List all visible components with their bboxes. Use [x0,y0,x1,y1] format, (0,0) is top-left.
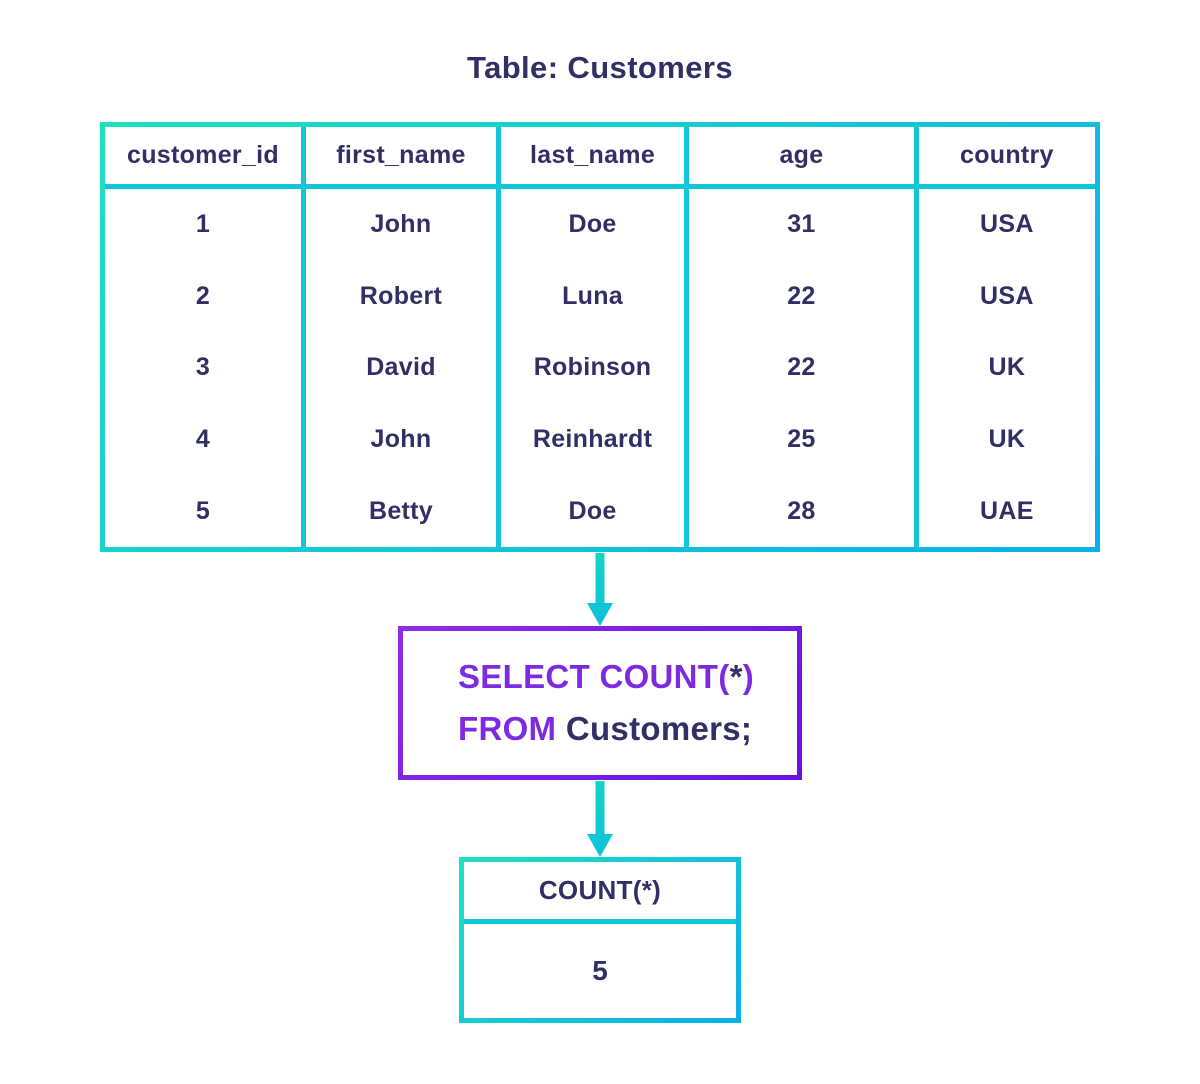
table-cell: 25 [689,403,919,476]
column-header-customer-id: customer_id [105,127,306,189]
column-header-last-name: last_name [501,127,690,189]
table-cell: 3 [105,332,306,404]
result-table: COUNT(*) 5 [459,857,741,1023]
result-value-cell: 5 [592,955,608,986]
table-cell: 2 [105,260,306,333]
table-cell: Betty [306,475,501,547]
table-cell: Robinson [501,332,690,404]
column-header-country: country [918,127,1095,189]
sql-close-paren: ) [742,658,755,695]
table-cell: 4 [105,403,306,476]
result-column-header: COUNT(*) [464,862,736,924]
sql-star-operand: * [729,658,743,695]
sql-keyword-select-count: SELECT COUNT( [458,658,730,695]
table-cell: Robert [306,260,501,333]
customers-table: customer_id first_name last_name age cou… [100,122,1100,552]
table-cell: USA [980,281,1034,310]
table-cell: Doe [501,475,690,547]
table-cell: Luna [501,260,690,333]
table-cell: UK [988,353,1026,382]
sql-query-box: SELECT COUNT(*) FROM Customers; [398,626,802,780]
arrow-query-to-result-icon [587,781,613,857]
table-cell: 22 [689,332,919,404]
sql-query-line-2: FROM Customers; [458,703,797,755]
table-cell: 22 [689,260,919,333]
column-header-first-name: first_name [305,127,501,189]
sql-keyword-from: FROM [458,710,557,747]
table-cell: UAE [980,496,1034,525]
table-cell: Doe [501,189,690,261]
column-header-age: age [689,127,919,189]
table-cell: David [306,332,501,404]
page-title: Table: Customers [467,50,733,85]
table-cell: John [306,403,501,476]
table-cell: John [306,189,501,261]
sql-table-reference: Customers; [556,710,753,747]
sql-query-line-1: SELECT COUNT(*) [458,651,797,703]
arrow-table-to-query-icon [587,553,613,626]
table-cell: 28 [689,475,919,547]
table-cell: USA [980,210,1034,239]
table-cell: 1 [105,189,306,261]
table-cell: UK [988,425,1026,454]
table-cell: 31 [689,189,919,261]
table-cell: 5 [105,475,306,547]
table-cell: Reinhardt [501,403,690,476]
